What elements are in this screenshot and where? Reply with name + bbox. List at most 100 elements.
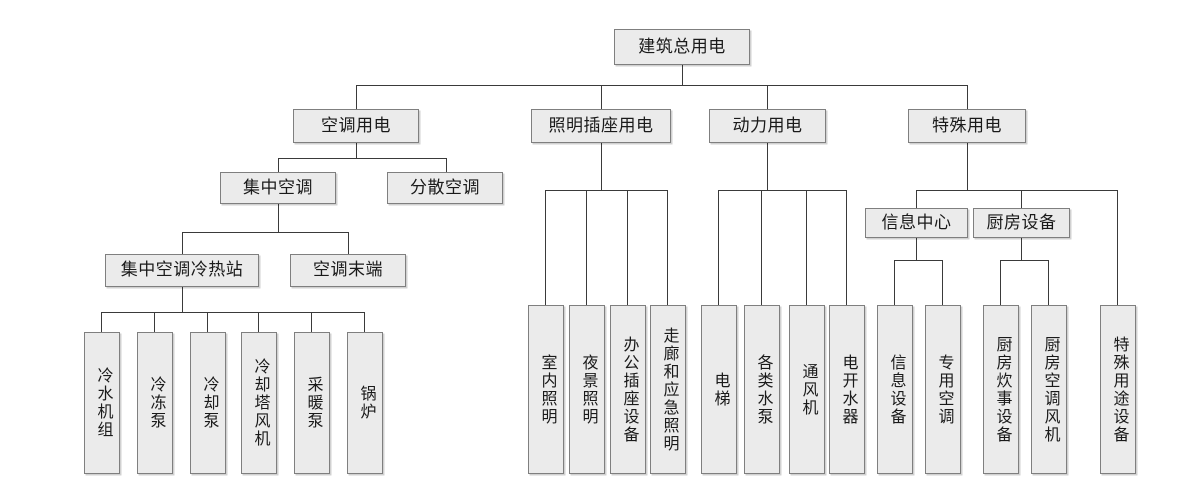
node-kitchen-eq[interactable]: 厨房设备: [973, 208, 1070, 238]
connector-special-bus: [916, 190, 1117, 191]
connector-hvac-bus: [278, 158, 446, 159]
node-leaf16[interactable]: 专用空调: [925, 305, 961, 474]
connector-hvac-stem: [356, 143, 357, 159]
connector-central-ac-bus: [182, 232, 348, 233]
node-leaf13-label: 通风机: [799, 362, 817, 417]
node-split-ac[interactable]: 分散空调: [387, 172, 503, 204]
node-leaf03[interactable]: 冷却泵: [190, 332, 226, 474]
node-leaf04-label: 冷却塔风机: [251, 358, 269, 448]
node-central-ac[interactable]: 集中空调: [220, 172, 336, 204]
node-leaf02[interactable]: 冷冻泵: [137, 332, 173, 474]
connector-kitchen-eq-stem: [1021, 238, 1022, 260]
node-split-ac-label: 分散空调: [410, 177, 480, 197]
node-root[interactable]: 建筑总用电: [614, 29, 750, 65]
node-special[interactable]: 特殊用电: [908, 109, 1026, 143]
connector-special-stem: [967, 143, 968, 190]
node-leaf10-label: 走廊和应急照明: [660, 326, 678, 453]
connector-drop-leaf14: [846, 190, 847, 305]
node-leaf06[interactable]: 锅炉: [347, 332, 383, 474]
connector-drop-leaf08: [586, 190, 587, 305]
node-leaf03-label: 冷却泵: [200, 376, 218, 430]
connector-drop-leaf15: [894, 260, 895, 305]
node-power-label: 动力用电: [732, 115, 803, 135]
node-hvac-label: 空调用电: [321, 115, 391, 135]
node-leaf14[interactable]: 电开水器: [829, 305, 865, 474]
node-info-center[interactable]: 信息中心: [865, 208, 968, 238]
node-leaf16-label: 专用空调: [935, 353, 953, 426]
connector-drop-leaf06: [364, 312, 365, 332]
connector-root-bus: [356, 85, 967, 86]
node-leaf12-label: 各类水泵: [754, 353, 772, 426]
connector-drop-leaf18: [1048, 260, 1049, 305]
connector-info-center-stem: [916, 238, 917, 260]
node-leaf10[interactable]: 走廊和应急照明: [650, 305, 686, 474]
node-leaf05[interactable]: 采暖泵: [294, 332, 330, 474]
connector-drop-leaf09: [627, 190, 628, 305]
node-chiller-plant[interactable]: 集中空调冷热站: [105, 254, 259, 287]
connector-drop-leaf11: [718, 190, 719, 305]
node-ac-terminal-label: 空调末端: [313, 260, 383, 280]
node-leaf17[interactable]: 厨房炊事设备: [983, 305, 1019, 474]
node-leaf07[interactable]: 室内照明: [528, 305, 564, 474]
connector-drop-lighting: [601, 85, 602, 109]
node-leaf12[interactable]: 各类水泵: [744, 305, 780, 474]
node-special-label: 特殊用电: [932, 115, 1002, 135]
node-root-label: 建筑总用电: [638, 36, 726, 56]
node-leaf11-label: 电梯: [711, 371, 729, 408]
connector-drop-special: [967, 85, 968, 109]
connector-drop-power: [767, 85, 768, 109]
connector-drop-leaf02: [154, 312, 155, 332]
node-ac-terminal[interactable]: 空调末端: [290, 254, 406, 287]
connector-kitchen-eq-bus: [1000, 260, 1048, 261]
node-leaf18-label: 厨房空调风机: [1041, 335, 1059, 444]
node-leaf04[interactable]: 冷却塔风机: [241, 332, 277, 474]
connector-chiller-bus: [101, 312, 364, 313]
node-leaf19-label: 特殊用途设备: [1110, 335, 1128, 444]
connector-lighting-bus: [545, 190, 667, 191]
connector-drop-hvac: [356, 85, 357, 109]
node-chiller-plant-label: 集中空调冷热站: [120, 260, 244, 280]
connector-power-stem: [767, 143, 768, 190]
connector-power-bus: [718, 190, 846, 191]
connector-drop-leaf03: [207, 312, 208, 332]
connector-root-stem: [682, 65, 683, 86]
connector-central-ac-stem: [278, 204, 279, 232]
connector-info-center-bus: [894, 260, 942, 261]
connector-drop-leaf17: [1000, 260, 1001, 305]
node-central-ac-label: 集中空调: [243, 177, 313, 197]
connector-drop-ac-terminal: [348, 232, 349, 254]
connector-lighting-stem: [601, 143, 602, 190]
node-leaf01[interactable]: 冷水机组: [84, 332, 120, 474]
node-leaf13[interactable]: 通风机: [789, 305, 825, 474]
node-lighting-label: 照明插座用电: [548, 115, 654, 135]
connector-chiller-stem: [182, 287, 183, 312]
connector-drop-leaf19: [1117, 190, 1118, 305]
node-leaf18[interactable]: 厨房空调风机: [1031, 305, 1067, 474]
connector-drop-leaf07: [545, 190, 546, 305]
node-leaf02-label: 冷冻泵: [147, 376, 165, 430]
connector-drop-leaf10: [667, 190, 668, 305]
node-leaf06-label: 锅炉: [357, 385, 375, 421]
node-leaf19[interactable]: 特殊用途设备: [1100, 305, 1136, 474]
node-leaf08-label: 夜景照明: [579, 353, 597, 426]
connector-drop-leaf04: [258, 312, 259, 332]
node-leaf09[interactable]: 办公插座设备: [610, 305, 646, 474]
node-leaf15-label: 信息设备: [887, 353, 905, 426]
node-leaf17-label: 厨房炊事设备: [993, 335, 1011, 444]
connector-drop-kitchen-eq: [1021, 190, 1022, 208]
node-hvac[interactable]: 空调用电: [293, 109, 419, 143]
node-leaf11[interactable]: 电梯: [701, 305, 737, 474]
node-leaf15[interactable]: 信息设备: [877, 305, 913, 474]
node-lighting[interactable]: 照明插座用电: [531, 109, 671, 143]
connector-drop-leaf05: [311, 312, 312, 332]
node-leaf05-label: 采暖泵: [304, 376, 322, 430]
node-leaf08[interactable]: 夜景照明: [569, 305, 605, 474]
connector-drop-central-ac: [278, 158, 279, 172]
node-power[interactable]: 动力用电: [709, 109, 826, 143]
node-leaf01-label: 冷水机组: [94, 367, 112, 439]
connector-drop-leaf01: [101, 312, 102, 332]
node-leaf14-label: 电开水器: [839, 353, 857, 426]
connector-drop-info-center: [916, 190, 917, 208]
connector-drop-split-ac: [446, 158, 447, 172]
